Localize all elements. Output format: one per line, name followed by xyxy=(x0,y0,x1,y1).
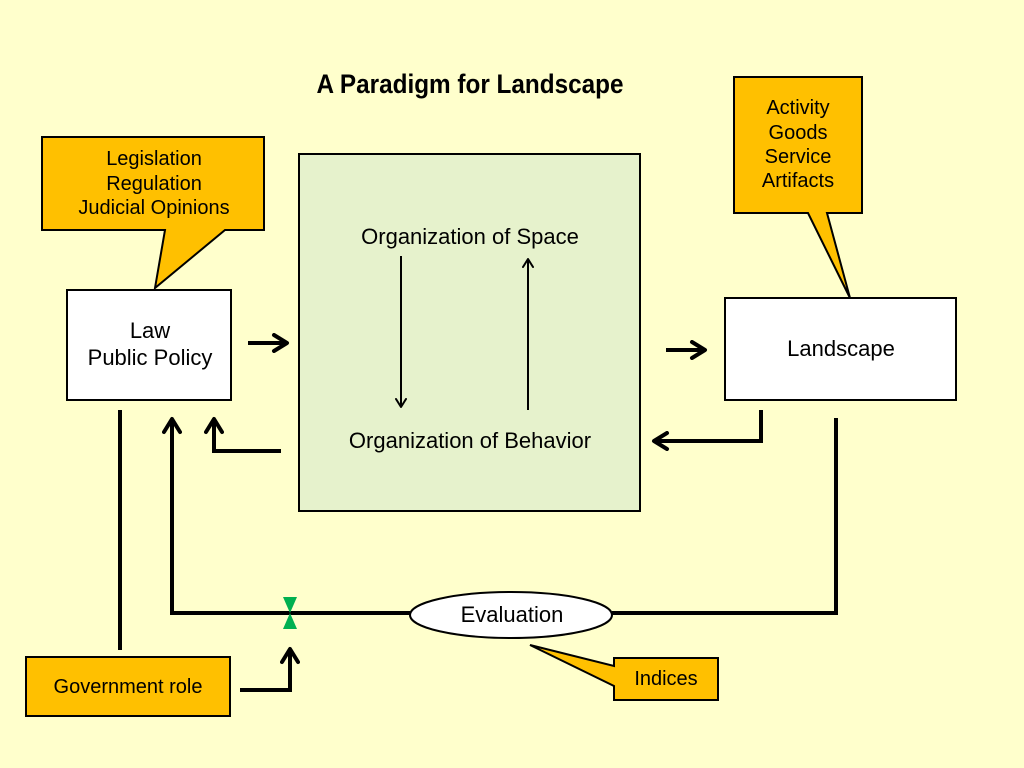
valve-top-triangle xyxy=(283,597,297,613)
government-to-valve-arrow xyxy=(240,647,300,692)
government-role-callout xyxy=(25,656,231,717)
evaluation-ellipse xyxy=(409,591,613,639)
outputs-callout-text: Activity Goods Service Artifacts xyxy=(734,78,862,212)
law-box-text: Law Public Policy xyxy=(68,290,232,400)
goods-label: Goods xyxy=(768,121,828,144)
valve-bottom-triangle xyxy=(283,613,297,629)
organization-to-law-arrow xyxy=(204,417,281,453)
artifacts-label: Artifacts xyxy=(761,170,835,193)
evaluation-label: Evaluation xyxy=(460,601,564,627)
organization-of-space-label: Organization of Space xyxy=(361,223,579,249)
regulation-label: Regulation xyxy=(106,172,202,195)
page-title: A Paradigm for Landscape xyxy=(316,68,624,99)
law-box xyxy=(66,289,232,401)
organization-box xyxy=(298,153,641,512)
indices-label: Indices xyxy=(634,667,698,690)
public-policy-label: Public Policy xyxy=(87,345,213,370)
legislation-callout-text: Legislation Regulation Judicial Opinions xyxy=(44,138,264,230)
activity-label: Activity xyxy=(766,97,830,120)
outputs-callout xyxy=(733,76,863,299)
indices-callout xyxy=(529,644,719,701)
judicial-opinions-label: Judicial Opinions xyxy=(78,197,230,220)
law-label: Law xyxy=(129,318,171,344)
service-label: Service xyxy=(764,146,832,168)
legislation-label: Legislation xyxy=(106,148,202,171)
valve-icon xyxy=(283,597,297,629)
landscape-label: Landscape xyxy=(787,335,895,361)
feedback-loop xyxy=(172,418,838,615)
government-role-label: Government role xyxy=(53,675,203,698)
landscape-to-organization-arrow xyxy=(652,410,763,451)
legislation-callout xyxy=(41,136,265,291)
organization-of-behavior-label: Organization of Behavior xyxy=(348,427,592,453)
landscape-box xyxy=(724,297,957,401)
